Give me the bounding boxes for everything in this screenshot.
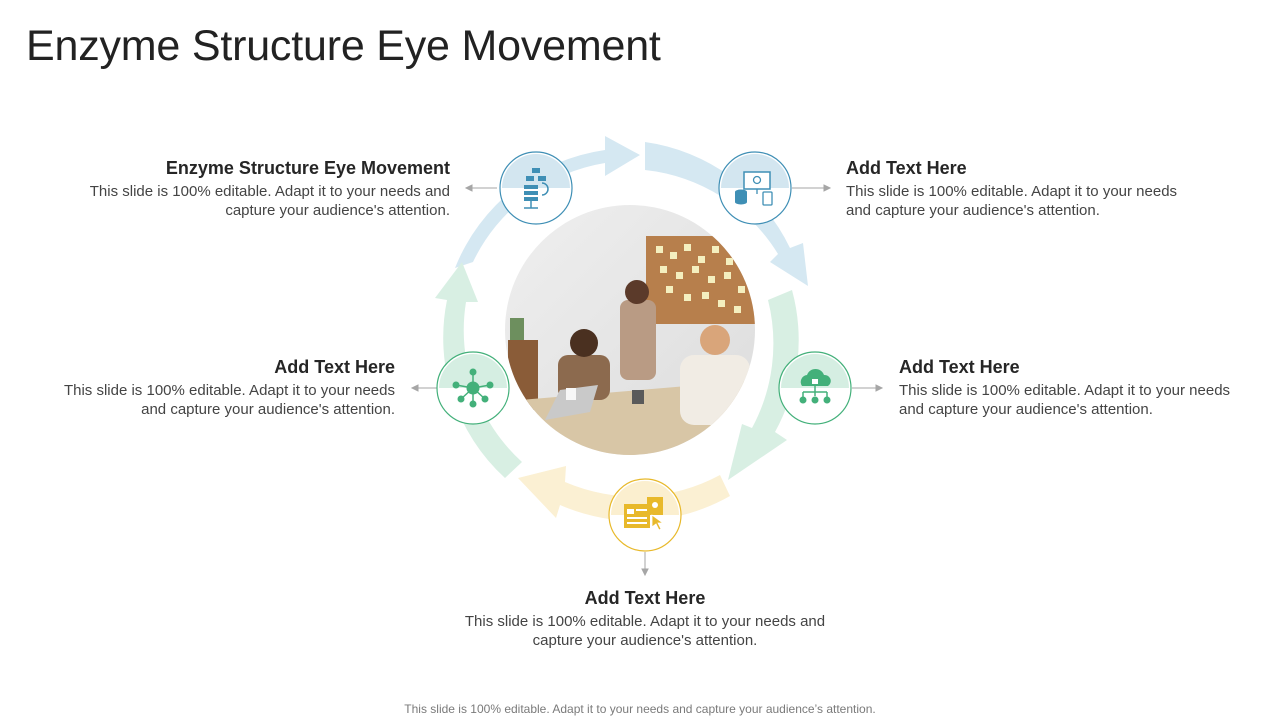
item-3-block: Add Text Here This slide is 100% editabl…	[899, 355, 1259, 419]
monitor-database-icon	[718, 151, 792, 225]
browser-click-icon	[608, 478, 682, 552]
item-1-body: This slide is 100% editable. Adapt it to…	[89, 183, 450, 219]
arrow-segment-green-left	[435, 262, 522, 478]
page-title: Enzyme Structure Eye Movement	[26, 22, 661, 70]
item-5-heading: Add Text Here	[584, 588, 706, 608]
item-3-heading: Add Text Here	[899, 357, 1020, 377]
item-1-block: Enzyme Structure Eye Movement This slide…	[60, 156, 450, 220]
flowchart-server-icon	[499, 151, 573, 225]
item-5-body: This slide is 100% editable. Adapt it to…	[464, 613, 826, 649]
arrow-segment-green-right	[728, 290, 799, 480]
arrow-segment-blue-top	[455, 136, 640, 268]
hub-network-icon	[436, 351, 510, 425]
center-photo	[505, 205, 755, 455]
item-1-heading: Enzyme Structure Eye Movement	[165, 158, 450, 178]
footer-note: This slide is 100% editable. Adapt it to…	[404, 702, 876, 716]
item-2-body: This slide is 100% editable. Adapt it to…	[846, 183, 1178, 219]
item-4-block: Add Text Here This slide is 100% editabl…	[35, 355, 395, 419]
item-5-block: Add Text Here This slide is 100% editabl…	[445, 586, 845, 650]
arrow-segment-blue-right	[645, 142, 808, 286]
cloud-lock-network-icon	[778, 351, 852, 425]
item-4-heading: Add Text Here	[274, 357, 395, 377]
item-3-body: This slide is 100% editable. Adapt it to…	[899, 382, 1231, 418]
item-2-block: Add Text Here This slide is 100% editabl…	[846, 156, 1206, 220]
item-2-heading: Add Text Here	[846, 158, 967, 178]
connector-arrows	[410, 184, 884, 577]
item-4-body: This slide is 100% editable. Adapt it to…	[63, 382, 395, 418]
